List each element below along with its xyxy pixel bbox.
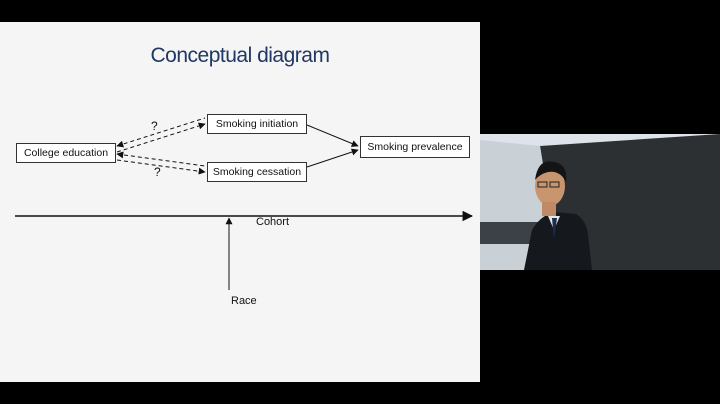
diagram-connectors: [0, 22, 480, 382]
question-mark-cessation: ?: [154, 165, 161, 179]
dashed-arrow-initiation-lower: [117, 124, 205, 152]
dashed-arrow-cessation-upper: [117, 154, 205, 166]
race-label: Race: [231, 295, 257, 307]
node-smoking-prevalence: Smoking prevalence: [360, 136, 470, 158]
node-smoking-initiation: Smoking initiation: [207, 114, 307, 134]
dashed-arrow-cessation-lower: [117, 160, 205, 172]
cohort-label: Cohort: [256, 216, 289, 228]
presenter-video-feed: [480, 134, 720, 270]
node-smoking-cessation: Smoking cessation: [207, 162, 307, 182]
dashed-arrow-initiation-upper: [117, 118, 205, 146]
arrow-cessation-prevalence: [307, 150, 358, 167]
arrow-initiation-prevalence: [307, 125, 358, 146]
question-mark-initiation: ?: [151, 119, 158, 133]
node-college-education: College education: [16, 143, 116, 163]
presenter-video-image: [480, 134, 720, 270]
presentation-slide: Conceptual diagram College education Smo…: [0, 22, 480, 382]
